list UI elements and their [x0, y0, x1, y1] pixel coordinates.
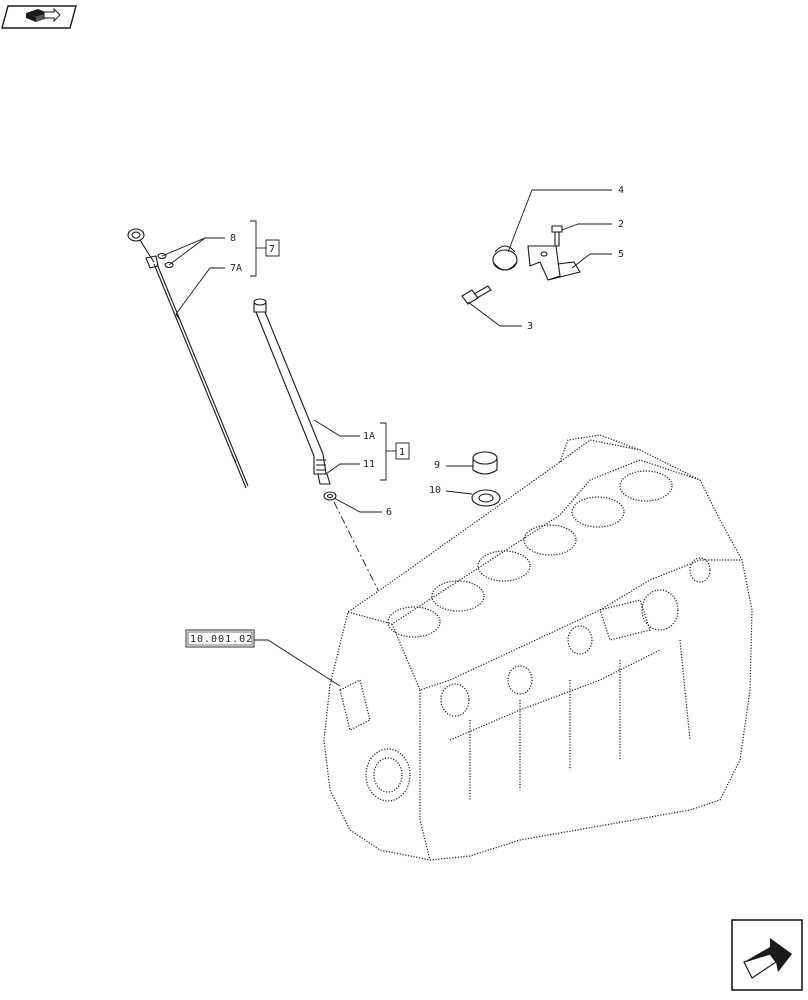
- book-arrow-icon: [26, 7, 61, 23]
- callout-7: 7: [269, 244, 275, 255]
- clamp-part-4: [492, 245, 518, 271]
- next-page-button[interactable]: [731, 919, 803, 991]
- washer-part-6: [323, 491, 337, 501]
- callout-8: 8: [230, 233, 236, 244]
- screw-part-3: [461, 285, 492, 305]
- bracket-part-5: [527, 245, 581, 281]
- callout-7a: 7A: [230, 263, 242, 274]
- reference-link-10-001-02[interactable]: 10.001.02: [185, 629, 255, 648]
- callout-4: 4: [618, 185, 624, 196]
- seal-part-10: [471, 489, 501, 507]
- previous-page-button[interactable]: [1, 5, 77, 29]
- arrow-next-page-icon: [743, 938, 792, 979]
- engine-block: [323, 434, 753, 861]
- callout-10: 10: [429, 485, 441, 496]
- assembly-centerline: [333, 501, 379, 591]
- callout-1a: 1A: [363, 431, 375, 442]
- callout-6: 6: [386, 507, 392, 518]
- callout-9: 9: [434, 460, 440, 471]
- plug-part-9: [472, 451, 498, 475]
- reference-label: 10.001.02: [190, 634, 253, 645]
- callout-2: 2: [618, 219, 624, 230]
- screw-part-2: [551, 225, 563, 247]
- callout-5: 5: [618, 249, 624, 260]
- o-ring-part-8: [157, 252, 174, 269]
- dipstick-tube-part-1a: [253, 298, 331, 485]
- callout-11: 11: [363, 459, 375, 470]
- callout-3: 3: [527, 321, 533, 332]
- callout-1: 1: [399, 447, 405, 458]
- dipstick-part-7: [127, 228, 249, 489]
